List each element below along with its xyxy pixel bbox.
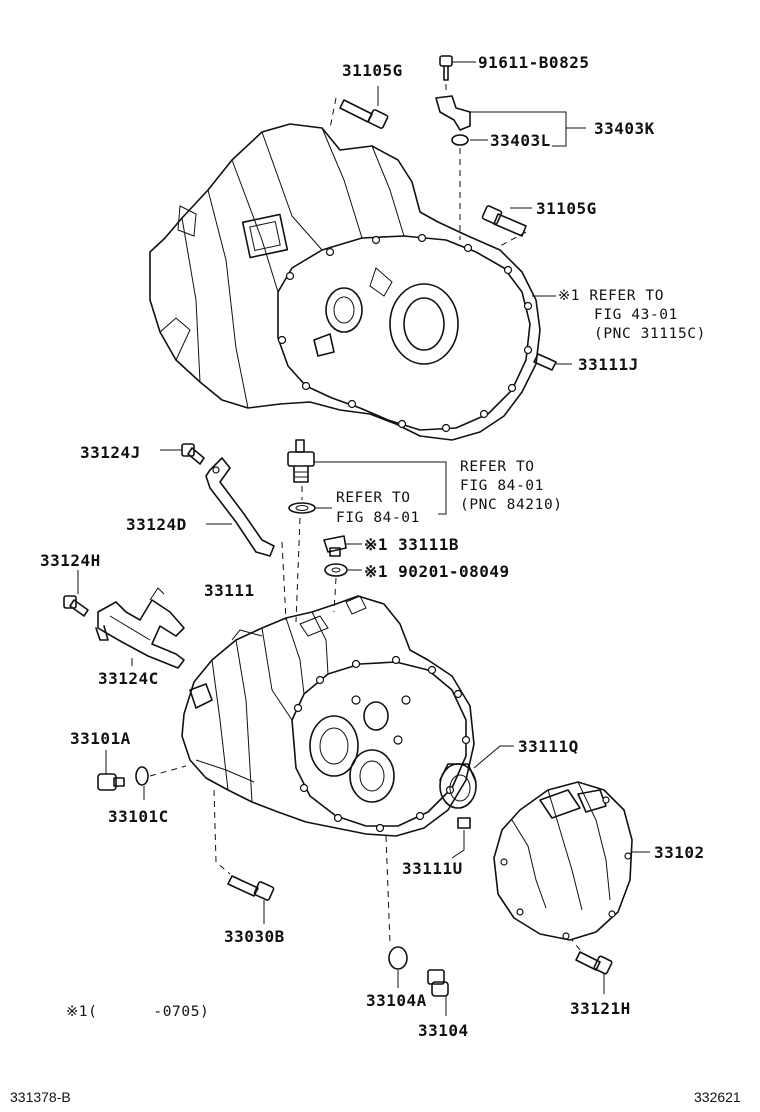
label-33403l: 33403L xyxy=(490,131,551,150)
label-31105g-mid: 31105G xyxy=(536,199,597,218)
lever-33124c xyxy=(95,587,185,669)
reference-code-right: 332621 xyxy=(694,1089,741,1105)
reference-code-left: 331378-B xyxy=(10,1089,71,1105)
washer-90201 xyxy=(324,563,362,613)
pin-33111u xyxy=(451,817,471,859)
flange-bolt-holes xyxy=(277,233,533,433)
label-33121h: 33121H xyxy=(570,999,631,1018)
label-33030b: 33030B xyxy=(224,927,285,946)
label-91611-b0825: 91611-B0825 xyxy=(478,53,589,72)
label-refer-84a-line3: (PNC 84210) xyxy=(460,497,563,513)
label-33111j: 33111J xyxy=(578,355,639,374)
pin-33111j xyxy=(533,353,572,371)
bolt-33124j xyxy=(160,443,205,465)
bolt-33121h xyxy=(571,939,613,994)
plug-33111b xyxy=(323,535,362,557)
callout-labels: 31105G 91611-B0825 33403K 33403L 31105G … xyxy=(40,53,706,1040)
label-33111u: 33111U xyxy=(402,859,463,878)
label-33102: 33102 xyxy=(654,843,705,862)
label-33124d: 33124D xyxy=(126,515,187,534)
label-33101c: 33101C xyxy=(108,807,169,826)
case-bolt-holes xyxy=(293,655,471,833)
bolt-91611 xyxy=(439,55,476,90)
label-refer-43-line3: (PNC 31115C) xyxy=(594,326,706,342)
label-refer-84a-line2: FIG 84-01 xyxy=(460,478,544,494)
cover-33102 xyxy=(493,781,650,941)
label-33104a: 33104A xyxy=(366,991,427,1010)
label-33124j: 33124J xyxy=(80,443,141,462)
bolt-33030b xyxy=(213,789,275,924)
label-31105g-top: 31105G xyxy=(342,61,403,80)
label-33111: 33111 xyxy=(204,581,255,600)
label-refer-84b-line1: REFER TO xyxy=(336,490,411,506)
footnote: ※1( -0705) xyxy=(66,1004,209,1020)
label-33124c: 33124C xyxy=(98,669,159,688)
lever-33124d xyxy=(205,457,275,557)
label-33111b: ※1 33111B xyxy=(364,535,459,554)
label-33124h: 33124H xyxy=(40,551,101,570)
gasket-33104a xyxy=(385,835,408,988)
label-refer-43-line1: ※1 REFER TO xyxy=(558,288,664,304)
lower-transaxle-case xyxy=(181,595,475,837)
label-90201-08049: ※1 90201-08049 xyxy=(364,562,510,581)
dash-guide xyxy=(281,541,287,621)
label-33111q: 33111Q xyxy=(518,737,579,756)
speed-sensor xyxy=(287,439,447,623)
bolt-31105g-mid xyxy=(481,205,532,247)
gasket-33101c xyxy=(135,765,187,800)
seal-33111q xyxy=(439,745,514,809)
label-refer-84b-line2: FIG 84-01 xyxy=(336,510,420,526)
upper-transaxle-housing xyxy=(149,123,541,441)
label-refer-84a-line1: REFER TO xyxy=(460,459,535,475)
label-33104: 33104 xyxy=(418,1021,469,1040)
bolt-31105g-top xyxy=(329,86,389,129)
label-33403k: 33403K xyxy=(594,119,655,138)
label-refer-43-line2: FIG 43-01 xyxy=(594,307,678,323)
bolt-33124h xyxy=(63,570,89,617)
plug-33104 xyxy=(427,969,449,1016)
sensor-33403k xyxy=(435,95,586,240)
plug-33101a xyxy=(97,750,125,791)
label-33101a: 33101A xyxy=(70,729,131,748)
